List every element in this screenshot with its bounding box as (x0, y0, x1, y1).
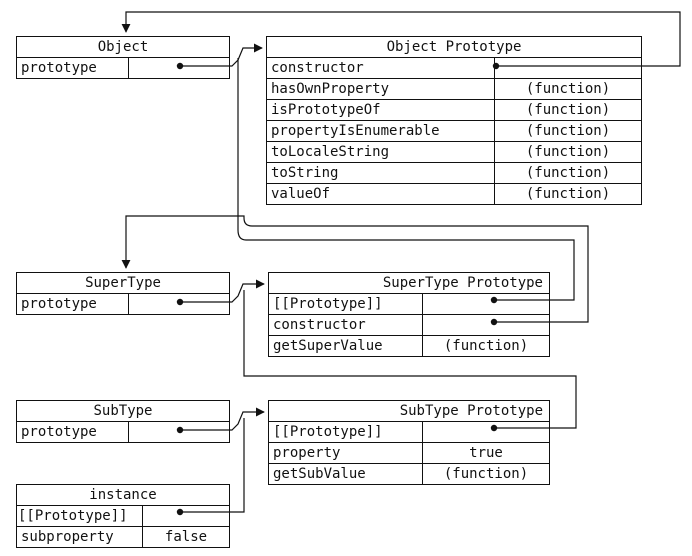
row-value: (function) (525, 186, 611, 202)
supertype-table-title: SuperType (17, 273, 229, 294)
object-prototype-table-title: Object Prototype (267, 37, 641, 58)
pointer-dot (492, 62, 500, 70)
row-label: prototype (17, 422, 129, 442)
row-value: true (469, 445, 503, 461)
subtype-prototype-table: SubType Prototype [[Prototype]] property… (268, 400, 550, 485)
row-label: toString (267, 163, 495, 183)
table-row: constructor (269, 315, 549, 336)
object-table: Object prototype (16, 36, 230, 79)
row-label: [[Prototype]] (269, 422, 423, 442)
table-row: subproperty false (17, 527, 229, 547)
subtype-prototype-table-title: SubType Prototype (269, 401, 549, 422)
row-label: getSubValue (269, 464, 423, 484)
row-value: (function) (525, 123, 611, 139)
row-label: valueOf (267, 184, 495, 204)
supertype-prototype-table: SuperType Prototype [[Prototype]] constr… (268, 272, 550, 357)
table-row: property true (269, 443, 549, 464)
row-label: [[Prototype]] (269, 294, 423, 314)
table-row: [[Prototype]] (17, 506, 229, 527)
row-value: (function) (525, 102, 611, 118)
row-label: constructor (269, 315, 423, 335)
row-label: getSuperValue (269, 336, 423, 356)
row-value: (function) (525, 165, 611, 181)
row-value: (function) (443, 338, 529, 354)
supertype-prototype-table-title: SuperType Prototype (269, 273, 549, 294)
pointer-dot (176, 508, 184, 516)
object-prototype-table: Object Prototype constructor hasOwnPrope… (266, 36, 642, 205)
table-row: hasOwnProperty (function) (267, 79, 641, 100)
table-row: getSubValue (function) (269, 464, 549, 484)
row-value: false (164, 529, 208, 545)
instance-table: instance [[Prototype]] subproperty false (16, 484, 230, 548)
row-label: property (269, 443, 423, 463)
row-label: prototype (17, 294, 129, 314)
table-row: prototype (17, 58, 229, 78)
pointer-dot (176, 426, 184, 434)
link-subtype-prototype (180, 407, 265, 431)
row-label: [[Prototype]] (17, 506, 143, 526)
table-row: isPrototypeOf (function) (267, 100, 641, 121)
table-row: valueOf (function) (267, 184, 641, 204)
link-object-constructor (121, 11, 681, 67)
instance-table-title: instance (17, 485, 229, 506)
subtype-table-title: SubType (17, 401, 229, 422)
table-row: toString (function) (267, 163, 641, 184)
table-row: prototype (17, 422, 229, 442)
row-value: (function) (525, 81, 611, 97)
row-label: toLocaleString (267, 142, 495, 162)
row-value: (function) (525, 144, 611, 160)
pointer-dot (490, 318, 498, 326)
pointer-dot (490, 296, 498, 304)
table-row: toLocaleString (function) (267, 142, 641, 163)
supertype-table: SuperType prototype (16, 272, 230, 315)
row-value: (function) (443, 466, 529, 482)
object-table-title: Object (17, 37, 229, 58)
link-supertype-constructor (121, 215, 589, 323)
table-row: propertyIsEnumerable (function) (267, 121, 641, 142)
table-row: prototype (17, 294, 229, 314)
pointer-dot (176, 62, 184, 70)
link-object-prototype (180, 43, 263, 67)
pointer-dot (490, 424, 498, 432)
link-supertype-prototype (180, 279, 265, 303)
subtype-table: SubType prototype (16, 400, 230, 443)
row-label: isPrototypeOf (267, 100, 495, 120)
row-label: prototype (17, 58, 129, 78)
link-subtype-proto-chain (243, 290, 577, 429)
table-row: [[Prototype]] (269, 422, 549, 443)
link-instance-proto-chain (180, 418, 245, 513)
table-row: [[Prototype]] (269, 294, 549, 315)
pointer-dot (176, 298, 184, 306)
link-supertype-proto-chain (237, 58, 575, 301)
row-label: subproperty (17, 527, 143, 547)
row-label: propertyIsEnumerable (267, 121, 495, 141)
row-label: hasOwnProperty (267, 79, 495, 99)
table-row: getSuperValue (function) (269, 336, 549, 356)
